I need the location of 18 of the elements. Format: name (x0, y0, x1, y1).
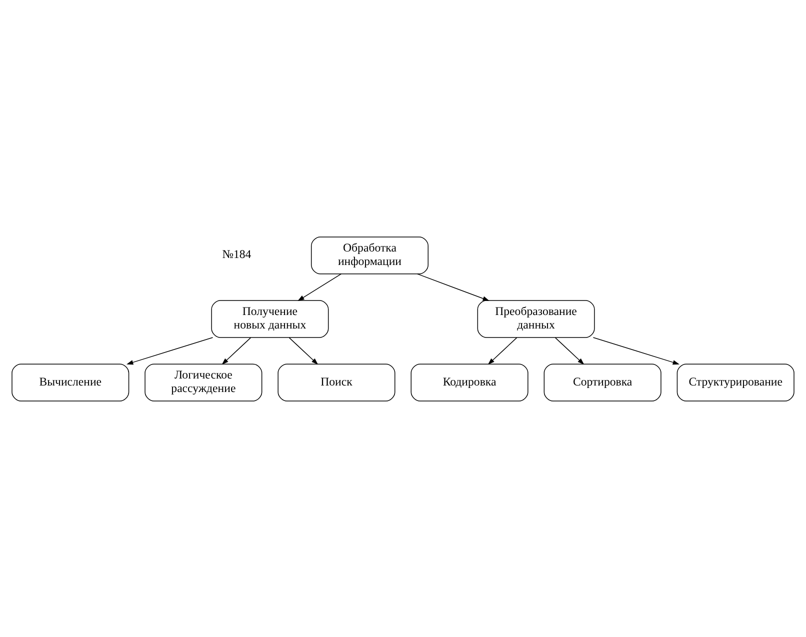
arrow (554, 336, 584, 364)
node-box: Вычисление (12, 363, 130, 401)
arrow (126, 336, 214, 364)
arrow (222, 336, 252, 364)
node-box: Кодировка (410, 363, 528, 401)
node-box: Обработка информации (310, 236, 428, 274)
arrow (488, 336, 518, 364)
arrow (298, 273, 342, 301)
node-box: Поиск (278, 363, 396, 401)
node-box: Структурирование (676, 363, 794, 401)
arrow (288, 336, 318, 364)
node-box: Преобразование данных (477, 300, 595, 338)
label: №184 (222, 246, 252, 261)
node-box: Логическое рассуждение (144, 363, 262, 401)
arrow (417, 273, 490, 300)
node-box: Сортировка (544, 363, 662, 401)
arrow (592, 336, 680, 364)
node-box: Получение новых данных (211, 300, 329, 338)
